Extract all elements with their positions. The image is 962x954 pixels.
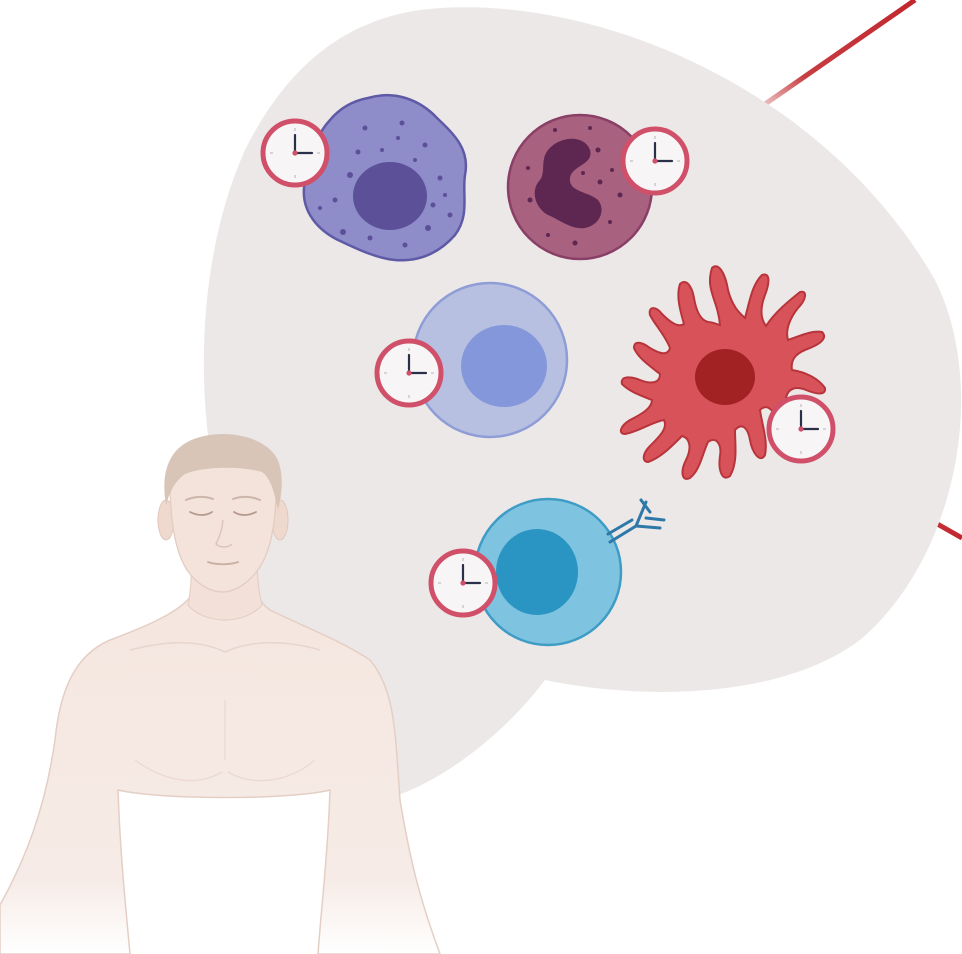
clock-icon [769,397,833,461]
pointer-line-top [745,0,915,118]
b-cell-nucleus [496,529,578,615]
clock-icon [377,341,441,405]
dendritic-nucleus [695,349,755,405]
clock-icon [623,129,687,193]
neutrophil-cell [508,115,652,259]
clock-icon [431,551,495,615]
macrophage-nucleus [353,162,427,230]
neutrophil-membrane [508,115,652,259]
clock-icon [263,121,327,185]
lymphocyte-nucleus [461,325,547,407]
